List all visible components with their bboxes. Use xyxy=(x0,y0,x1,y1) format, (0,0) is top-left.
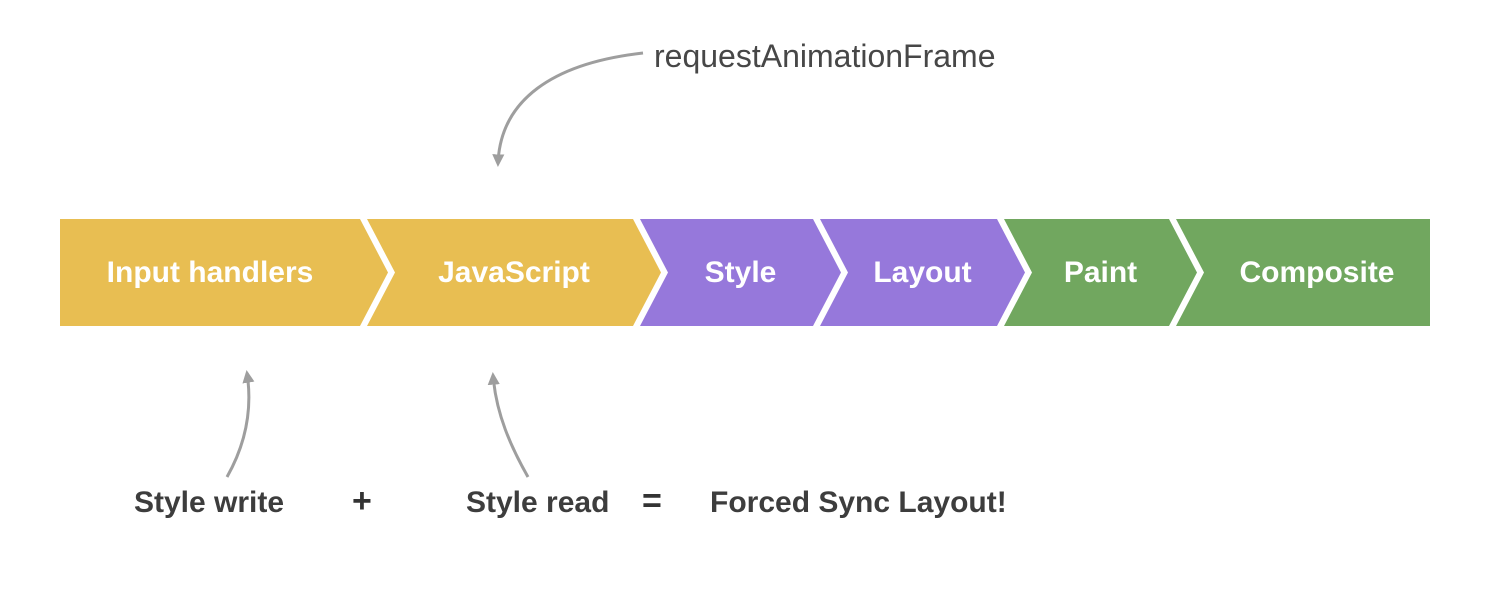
raf-curved-arrow-icon xyxy=(492,51,644,168)
segment-label: Layout xyxy=(873,255,972,289)
segment-label: Composite xyxy=(1239,255,1395,289)
segment-composite: Composite xyxy=(1176,219,1430,326)
segment-layout: Layout xyxy=(820,219,1025,326)
style-write-arrow-icon xyxy=(225,369,255,478)
segment-label: Input handlers xyxy=(106,255,314,289)
style-read-arrow-icon xyxy=(487,371,530,478)
style-write-label: Style write xyxy=(134,486,285,519)
equals-operator: = xyxy=(642,482,662,520)
segment-javascript: JavaScript xyxy=(367,219,661,326)
style-read-label: Style read xyxy=(466,486,610,519)
segment-input-handlers: Input handlers xyxy=(60,219,388,326)
plus-operator: + xyxy=(352,482,372,520)
segment-label: Style xyxy=(704,255,777,289)
request-animation-frame-label: requestAnimationFrame xyxy=(654,38,996,74)
segment-style: Style xyxy=(640,219,841,326)
pipeline-bar: Input handlers JavaScript Style Layout P… xyxy=(60,219,1430,326)
segment-label: JavaScript xyxy=(438,255,590,289)
segment-label: Paint xyxy=(1063,255,1138,289)
forced-sync-layout-label: Forced Sync Layout! xyxy=(710,486,1007,519)
segment-paint: Paint xyxy=(1004,219,1197,326)
